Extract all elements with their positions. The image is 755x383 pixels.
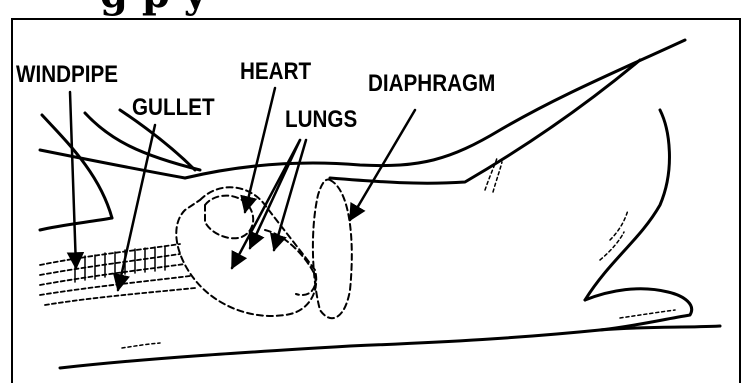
- hind-leg: [585, 110, 669, 300]
- diaphragm-shape: [313, 180, 352, 319]
- windpipe-tube: [40, 244, 195, 305]
- second-lung-lobe: [265, 230, 316, 295]
- label-windpipe: WINDPIPE: [16, 63, 118, 87]
- neck-lower: [40, 218, 112, 230]
- label-gullet: GULLET: [132, 96, 215, 120]
- hind-paw: [585, 289, 692, 330]
- neck-curve: [42, 115, 112, 218]
- heart-shape: [205, 196, 253, 239]
- organs: [176, 180, 352, 319]
- label-heart: HEART: [240, 60, 311, 84]
- label-lungs: LUNGS: [285, 108, 357, 132]
- belly-line: [60, 326, 720, 368]
- fur-marks: [122, 158, 675, 348]
- label-diaphragm: DIAPHRAGM: [368, 72, 495, 96]
- arrow-windpipe: [70, 92, 76, 268]
- neck-upper: [40, 150, 185, 178]
